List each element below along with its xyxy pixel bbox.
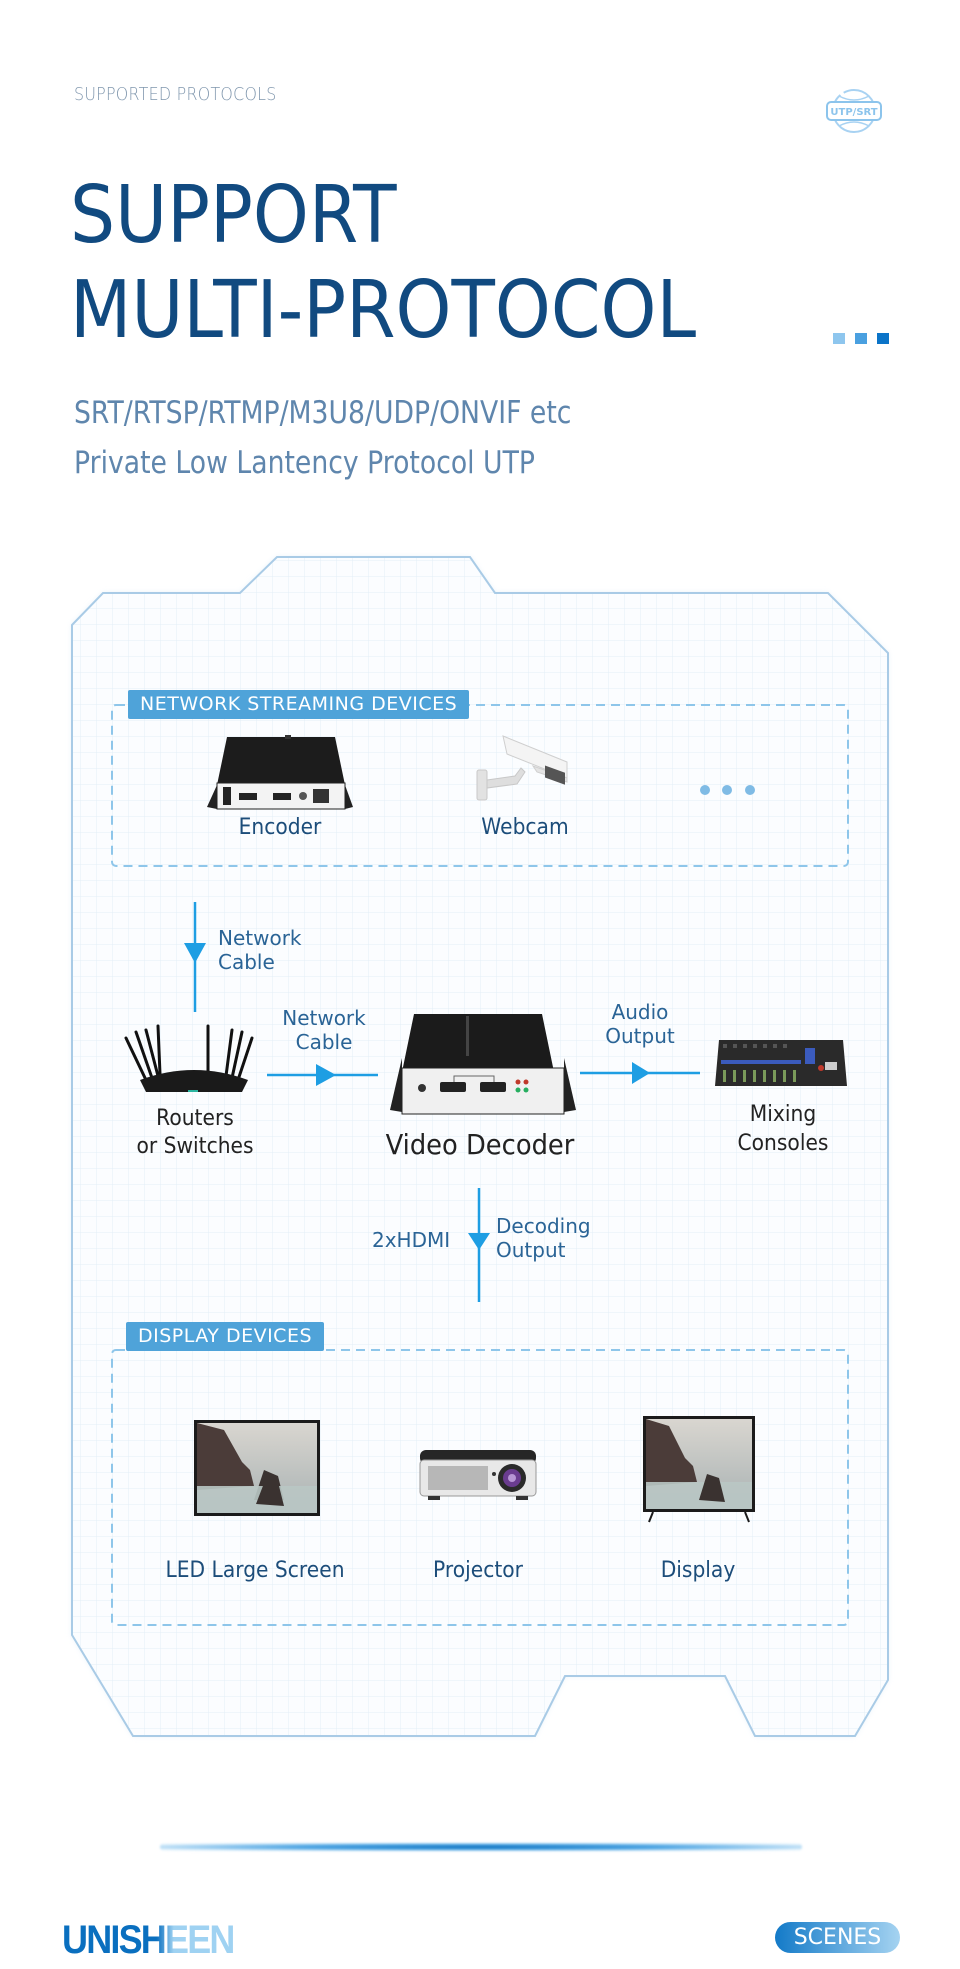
led-screen-icon (194, 1420, 320, 1518)
link-label-line-1: Decoding (496, 1214, 591, 1238)
link-label-line-2: Cable (295, 1030, 353, 1054)
link-label-source-router: Network Cable (218, 926, 302, 974)
arrow-decoder-to-display (468, 1188, 490, 1302)
video-decoder-icon (388, 1012, 578, 1120)
arrow-router-to-decoder (267, 1064, 378, 1086)
projector-icon (418, 1446, 538, 1502)
link-label-line-1: Network (282, 1006, 366, 1030)
router-icon (122, 1024, 267, 1096)
more-ellipsis-icon (700, 785, 755, 795)
link-label-line-2: Output (605, 1024, 675, 1048)
router-label-line-1: Routers (156, 1106, 234, 1131)
mixing-console-icon (713, 1038, 849, 1090)
source-group-box (111, 704, 849, 867)
accent-square-1 (833, 333, 845, 344)
link-label-decoder-display: Decoding Output (496, 1214, 591, 1262)
title-line-2: MULTI-PROTOCOL (70, 264, 697, 356)
gradient-divider (160, 1843, 802, 1851)
device-label-led-screen: LED Large Screen (165, 1558, 345, 1583)
link-label-line-2: Cable (218, 950, 275, 974)
mixer-label: Mixing Consoles (707, 1100, 860, 1158)
device-label-projector: Projector (433, 1558, 523, 1583)
display-group-box (111, 1349, 849, 1626)
page-title: SUPPORT MULTI-PROTOCOL (70, 168, 696, 358)
brand-logo: UNISHEEN (62, 1918, 235, 1962)
badge-text: UTP/SRT (830, 107, 877, 118)
decoder-label: Video Decoder (385, 1128, 575, 1161)
protocols-line: SRT/RTSP/RTMP/M3U8/UDP/ONVIF etc (74, 395, 572, 431)
scenes-badge: SCENES (775, 1922, 900, 1953)
link-label-line-1: Network (218, 926, 302, 950)
link-label-line-1: Audio (611, 1000, 669, 1024)
device-label-encoder: Encoder (238, 815, 322, 840)
protocols-description: SRT/RTSP/RTMP/M3U8/UDP/ONVIF etc Private… (74, 388, 571, 488)
accent-square-2 (855, 333, 867, 344)
link-label-router-decoder: Network Cable (278, 1006, 370, 1054)
router-label: Routers or Switches (112, 1105, 278, 1161)
display-group-label: DISPLAY DEVICES (126, 1322, 325, 1351)
encoder-device-icon (205, 735, 355, 813)
device-label-display: Display (660, 1558, 736, 1583)
webcam-icon (475, 732, 575, 804)
link-label-decoder-mixer: Audio Output (598, 1000, 682, 1048)
globe-utp-srt-icon: UTP/SRT (825, 86, 883, 136)
link-label-hdmi: 2xHDMI (372, 1228, 451, 1252)
mixer-label-line-2: Consoles (737, 1131, 829, 1156)
router-label-line-2: or Switches (136, 1134, 254, 1159)
arrow-decoder-to-mixer (580, 1062, 700, 1084)
link-label-line-2: Output (496, 1238, 566, 1262)
private-protocol-line: Private Low Lantency Protocol UTP (74, 445, 535, 481)
mixer-label-line-1: Mixing (749, 1102, 817, 1127)
source-group-label: NETWORK STREAMING DEVICES (128, 690, 470, 719)
accent-squares (833, 333, 889, 344)
device-label-webcam: Webcam (481, 815, 569, 840)
tv-display-icon (643, 1416, 755, 1524)
accent-square-3 (877, 333, 889, 344)
eyebrow-label: SUPPORTED PROTOCOLS (74, 84, 277, 105)
arrow-source-to-router (184, 902, 206, 1012)
title-line-1: SUPPORT (70, 169, 397, 261)
